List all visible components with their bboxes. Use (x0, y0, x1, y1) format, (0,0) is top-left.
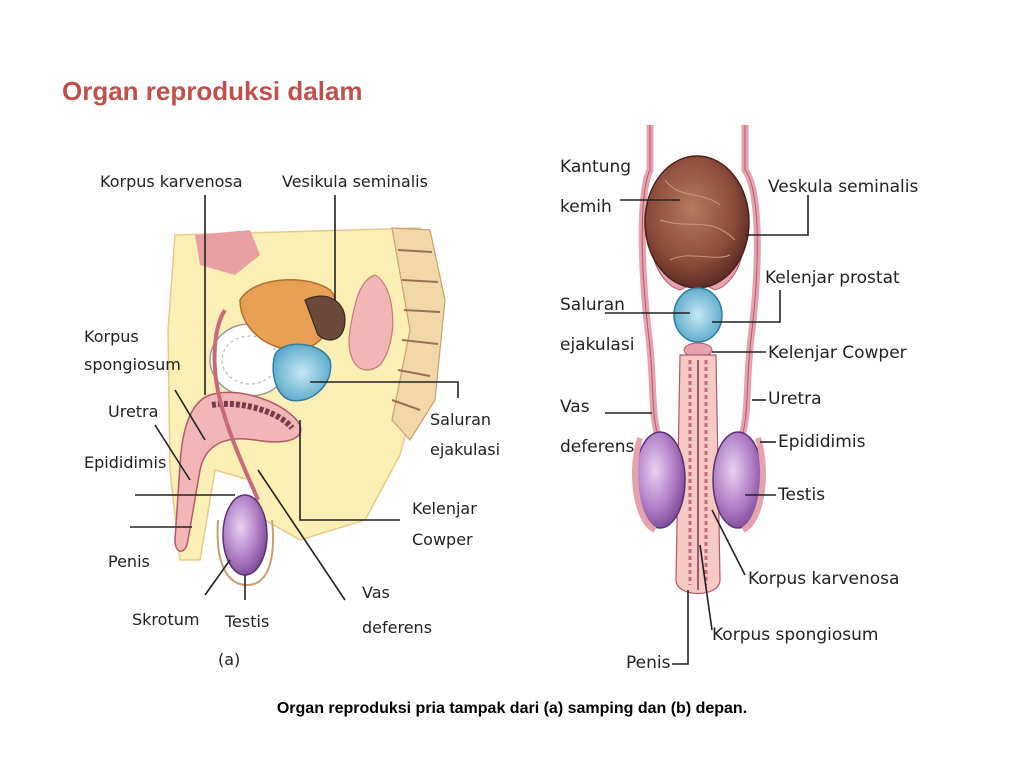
label-vesikula-seminalis: Vesikula seminalis (282, 172, 428, 191)
label-vas-deferens-a-1: Vas (362, 583, 390, 602)
label-saluran-ejakulasi-b-2: ejakulasi (560, 335, 634, 355)
label-vas-deferens-b-1: Vas (560, 397, 590, 417)
label-uretra-a: Uretra (108, 402, 158, 421)
label-skrotum: Skrotum (132, 610, 199, 629)
vas-deferens-left-b (638, 125, 664, 442)
label-korpus-spongiosum-b: Korpus spongiosum (712, 625, 878, 645)
scrotum (216, 519, 274, 587)
label-korpus-spongiosum-a-1: Korpus (84, 327, 139, 346)
label-testis-b: Testis (777, 485, 825, 505)
label-saluran-ejakulasi-a-1: Saluran (430, 410, 491, 429)
prostate-gland (272, 343, 332, 402)
panel-a-side-view: Korpus karvenosa Vesikula seminalis Korp… (84, 172, 500, 669)
label-vas-deferens-a-2: deferens (362, 618, 432, 637)
prostate-b (673, 287, 723, 343)
label-veskula-seminalis: Veskula seminalis (768, 177, 919, 197)
penis-shaft (174, 391, 302, 552)
label-kantung-kemih-1: Kantung (560, 157, 631, 177)
vas-deferens-a (212, 308, 260, 501)
label-kelenjar-cowper-a-2: Cowper (412, 530, 473, 549)
label-epididimis-b: Epididimis (778, 432, 866, 452)
bladder-b (644, 155, 750, 289)
label-saluran-ejakulasi-b-1: Saluran (560, 295, 625, 315)
label-kelenjar-cowper-b: Kelenjar Cowper (768, 343, 907, 363)
label-epididimis-a: Epididimis (84, 453, 166, 472)
abdominal-tissue (195, 230, 260, 275)
seminal-vesicle (304, 295, 346, 341)
label-korpus-karvenosa-a: Korpus karvenosa (100, 172, 243, 191)
rectum (348, 274, 394, 371)
slide-title: Organ reproduksi dalam (62, 76, 363, 106)
label-korpus-spongiosum-a-2: spongiosum (84, 355, 181, 374)
epididimis-left-b (632, 437, 657, 533)
label-vas-deferens-b-2: deferens (560, 437, 635, 457)
label-penis-b: Penis (626, 653, 671, 673)
label-kelenjar-cowper-a-1: Kelenjar (412, 499, 477, 518)
label-kelenjar-prostat: Kelenjar prostat (765, 268, 900, 288)
label-figure-a: (a) (218, 650, 240, 669)
label-penis-a: Penis (108, 552, 150, 571)
testis-a (222, 494, 268, 576)
figure-caption: Organ reproduksi pria tampak dari (a) sa… (276, 700, 748, 717)
vas-deferens-right-b (736, 125, 761, 442)
label-saluran-ejakulasi-a-2: ejakulasi (430, 440, 500, 459)
epididimis-right-b (741, 437, 766, 533)
label-korpus-karvenosa-b: Korpus karvenosa (748, 569, 899, 589)
label-kantung-kemih-2: kemih (560, 197, 612, 217)
panel-b-front-view: Kantung kemih Veskula seminalis Kelenjar… (560, 125, 919, 673)
label-testis-a: Testis (224, 612, 269, 631)
label-uretra-b: Uretra (768, 389, 822, 409)
